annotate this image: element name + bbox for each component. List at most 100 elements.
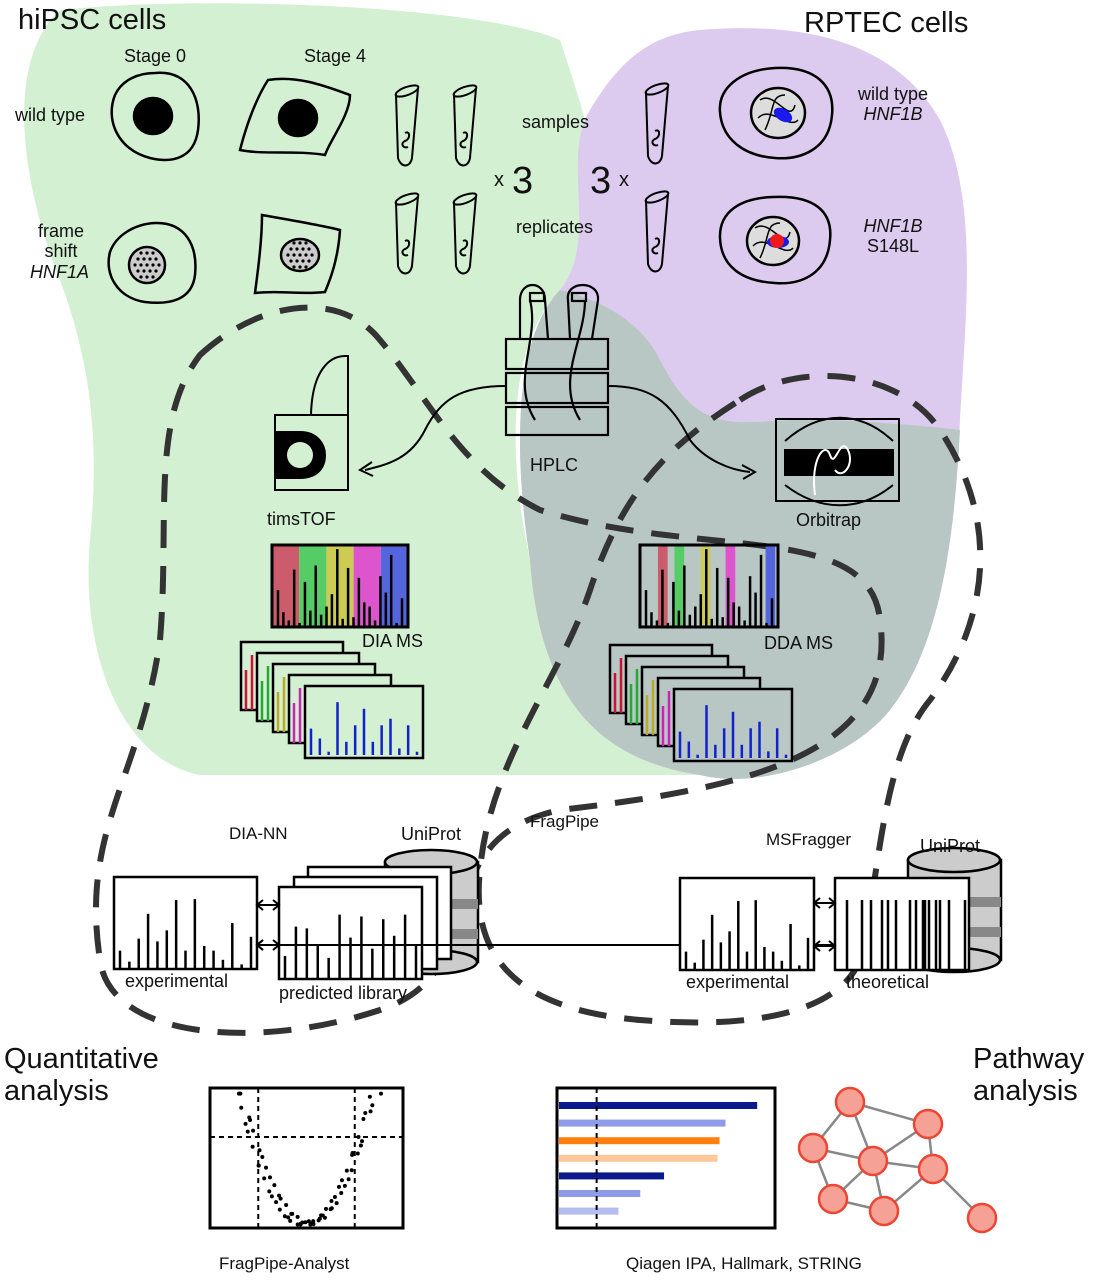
bar xyxy=(559,1172,665,1180)
nucleus-dot xyxy=(292,241,296,245)
data-point xyxy=(262,1176,267,1181)
bar xyxy=(559,1102,758,1109)
rptec-title: RPTEC cells xyxy=(804,7,969,39)
nucleus-dot xyxy=(139,251,143,255)
experimental-left-label: experimental xyxy=(125,971,229,991)
tube-body xyxy=(453,195,477,275)
data-point xyxy=(346,1177,351,1182)
data-point xyxy=(367,1094,372,1099)
data-point xyxy=(356,1134,361,1139)
tube-cap xyxy=(452,84,478,98)
spectrum-panel xyxy=(833,876,971,972)
orbitrap-label: Orbitrap xyxy=(796,510,862,530)
nucleus-dot xyxy=(292,265,296,269)
data-point xyxy=(339,1178,344,1183)
data-point xyxy=(303,1220,308,1225)
dda-ms-label: DDA MS xyxy=(764,633,834,653)
msfragger-matching xyxy=(678,846,1003,974)
quant-title-line1: Quantitative xyxy=(4,1043,159,1075)
hipsc-title: hiPSC cells xyxy=(18,4,167,36)
data-point xyxy=(311,1219,316,1224)
data-point xyxy=(363,1110,368,1115)
data-point xyxy=(277,1193,282,1198)
data-point xyxy=(288,1218,293,1223)
mutation-label: S148L xyxy=(866,236,920,256)
tube-sample xyxy=(401,239,411,257)
hnf1a-label: HNF1A xyxy=(30,262,90,282)
network-node xyxy=(817,1183,849,1215)
tube-cap xyxy=(394,192,420,206)
tube-body xyxy=(453,87,477,167)
data-point xyxy=(272,1183,277,1188)
dia-ms1-spectrum xyxy=(270,543,410,629)
nucleus-dot xyxy=(298,265,302,269)
network-node xyxy=(857,1145,889,1177)
data-point xyxy=(256,1163,261,1168)
fragpipe-label: FragPipe xyxy=(530,812,599,831)
data-point xyxy=(332,1195,337,1200)
nucleus-dot xyxy=(289,259,293,263)
isolation-window xyxy=(725,545,736,627)
nucleus-dot xyxy=(298,241,302,245)
sample-tubes-hipsc xyxy=(394,84,478,275)
data-point xyxy=(267,1189,272,1194)
stage4-label: Stage 4 xyxy=(304,46,367,66)
orbitrap-icon xyxy=(775,416,900,507)
cell-rptec-wildtype xyxy=(718,66,834,160)
data-point xyxy=(329,1206,334,1211)
times-symbol-right: x xyxy=(619,169,629,191)
nucleus-dot xyxy=(145,251,149,255)
data-point xyxy=(349,1168,354,1173)
data-point xyxy=(329,1199,334,1204)
arrowhead xyxy=(812,940,837,952)
data-point xyxy=(358,1143,363,1148)
dda-ms2-stack xyxy=(608,643,794,763)
data-point xyxy=(282,1214,287,1219)
dda-ms1-spectrum xyxy=(638,543,780,629)
timstof-label: timsTOF xyxy=(267,509,336,529)
string-network xyxy=(797,1086,998,1234)
nucleus-dot xyxy=(148,257,152,261)
data-point xyxy=(319,1213,324,1218)
network-node xyxy=(797,1132,829,1164)
tube-sample xyxy=(651,129,661,147)
nucleus-dot xyxy=(295,247,299,251)
bar xyxy=(559,1137,720,1145)
samples-label: samples xyxy=(522,112,590,132)
data-point xyxy=(316,1218,321,1223)
hplc-label: HPLC xyxy=(530,455,579,475)
tube-body xyxy=(645,85,669,165)
pathway-bar-chart xyxy=(555,1086,777,1230)
tube-cap xyxy=(644,82,670,96)
dia-nn-matching xyxy=(112,848,947,981)
network-node xyxy=(834,1086,866,1118)
dia-nn-label: DIA-NN xyxy=(229,824,288,843)
nucleus-dot xyxy=(154,257,158,261)
flow-arrows xyxy=(357,385,758,480)
nucleus-dot xyxy=(307,247,311,251)
data-point xyxy=(277,1207,282,1212)
pathway-title-line1: Pathway xyxy=(973,1043,1085,1075)
replicate-count-left: 3 xyxy=(512,160,534,202)
hnf1b-wt-label: HNF1B xyxy=(863,104,923,124)
stage0-label: Stage 0 xyxy=(124,46,187,66)
theoretical-label: theoretical xyxy=(846,972,930,992)
arrowhead xyxy=(255,939,281,951)
data-point xyxy=(379,1091,384,1096)
nucleus-dot xyxy=(151,251,155,255)
tube-cap xyxy=(394,84,420,98)
data-point xyxy=(269,1194,274,1199)
data-point xyxy=(324,1206,329,1211)
quant-title-line2: analysis xyxy=(4,1075,109,1107)
nucleus-dot xyxy=(151,263,155,267)
tube-sample xyxy=(401,131,411,149)
tube-cap xyxy=(644,190,670,204)
nucleus-dot xyxy=(139,275,143,279)
data-point xyxy=(300,1220,305,1225)
tube-sample xyxy=(459,131,469,149)
replicates-label: replicates xyxy=(516,217,594,237)
dia-workflow-loop xyxy=(93,304,885,1036)
data-point xyxy=(350,1151,355,1156)
data-point xyxy=(286,1215,291,1220)
